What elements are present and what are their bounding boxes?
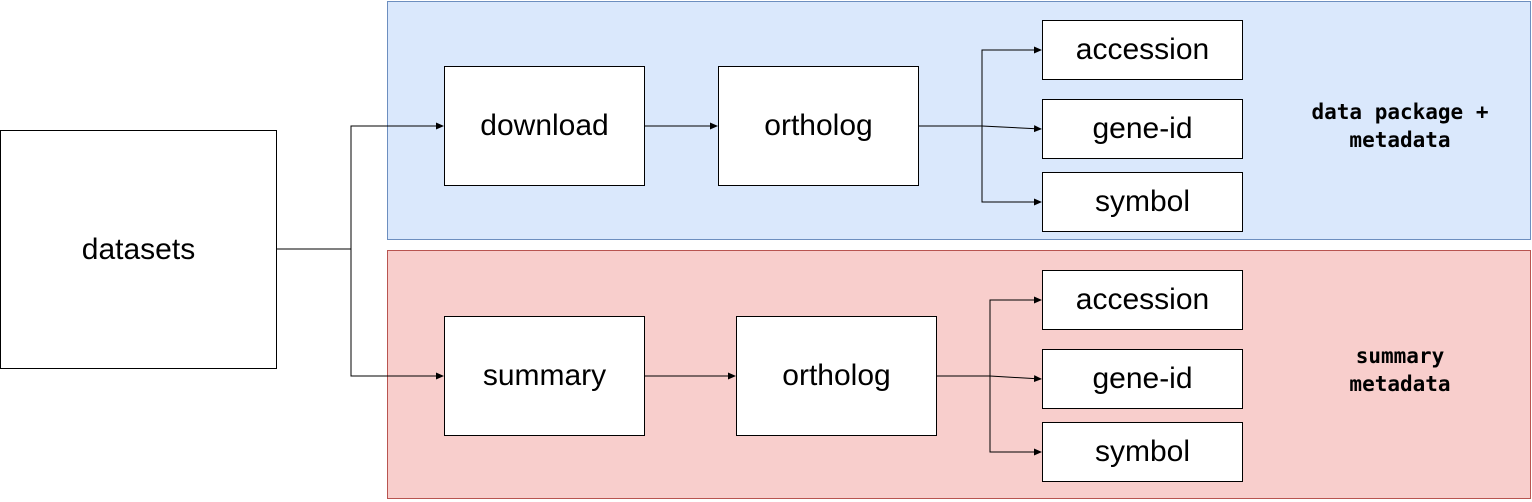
download-accession-node: accession	[1042, 20, 1243, 80]
download-note-line-2: metadata	[1349, 128, 1451, 152]
download-output-note: data package + metadata	[1270, 98, 1530, 154]
summary-output-note: summary metadata	[1270, 342, 1530, 398]
edge-summary-ortholog-to-symbol	[989, 376, 1042, 456]
edge-summary-ortholog-to-gene-id	[989, 375, 1042, 383]
datasets-node: datasets	[0, 130, 277, 369]
download-command-node: download	[444, 66, 645, 186]
summary-ortholog-node: ortholog	[736, 316, 937, 436]
summary-command-node: summary	[444, 316, 645, 436]
summary-accession-node: accession	[1042, 270, 1243, 330]
download-symbol-node: symbol	[1042, 172, 1243, 232]
edge-download-ortholog-to-accession	[919, 46, 1042, 127]
edge-summary-ortholog-to-accession	[937, 296, 1042, 377]
edge-datasets-to-download	[276, 122, 444, 250]
summary-note-line-1: summary	[1355, 344, 1445, 368]
summary-note-line-2: metadata	[1349, 372, 1451, 396]
edge-download-ortholog-to-gene-id	[981, 125, 1042, 133]
download-ortholog-node: ortholog	[718, 66, 919, 186]
edge-download-ortholog-to-symbol	[981, 126, 1042, 206]
edge-datasets-to-summary	[350, 249, 444, 380]
summary-symbol-node: symbol	[1042, 422, 1243, 482]
download-gene-id-node: gene-id	[1042, 99, 1243, 159]
download-note-line-1: data package +	[1311, 100, 1489, 124]
summary-gene-id-node: gene-id	[1042, 349, 1243, 409]
